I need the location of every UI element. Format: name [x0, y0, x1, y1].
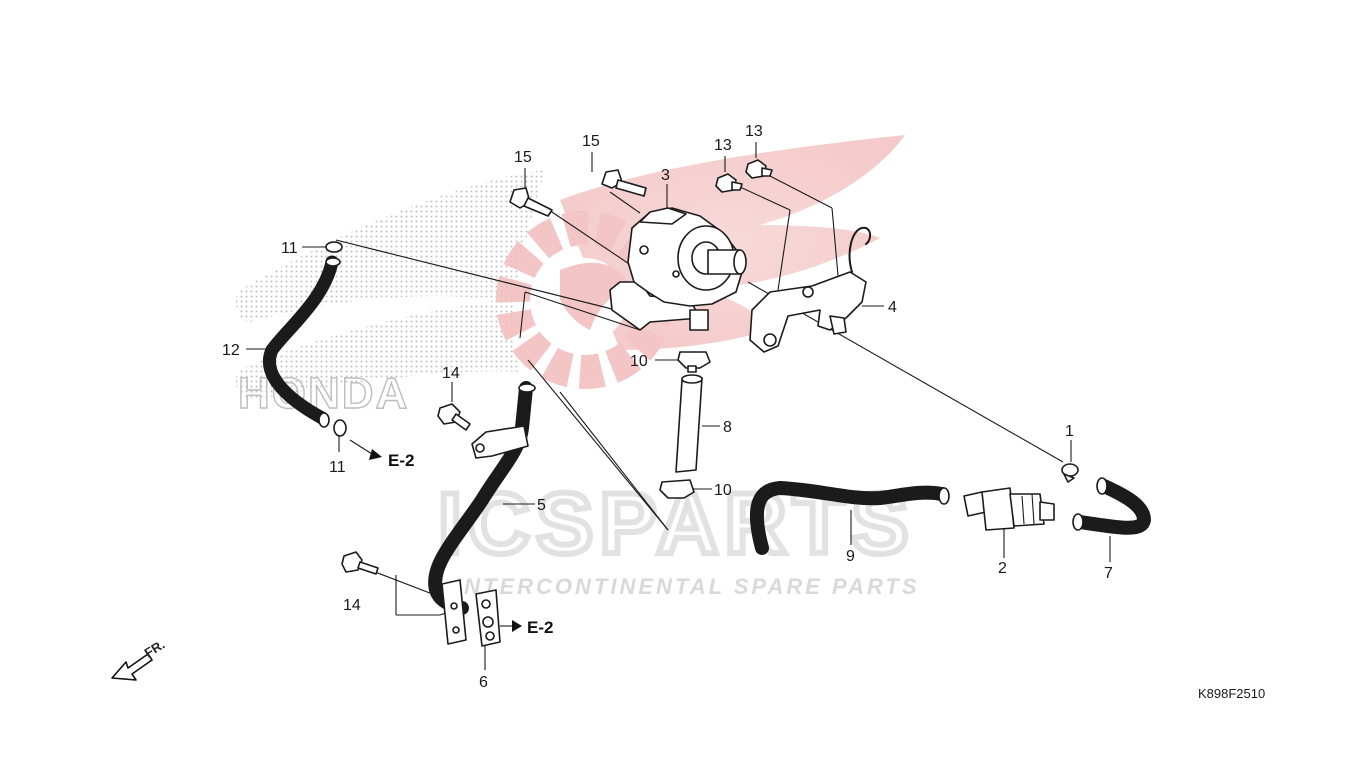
callout-7: 7 [1104, 565, 1113, 582]
hose-8 [675, 374, 703, 473]
air-filter-2 [963, 487, 1055, 531]
callout-10-lower: 10 [714, 482, 732, 499]
callout-14-lower: 14 [343, 597, 361, 614]
callout-13-left: 13 [714, 137, 732, 154]
callout-8: 8 [723, 419, 732, 436]
gasket-6 [441, 579, 501, 647]
callout-15-upper: 15 [582, 133, 600, 150]
bolt-15-upper [601, 169, 647, 197]
hose-clamp-10-upper [677, 351, 711, 373]
bolt-15-left [509, 187, 553, 217]
callout-15-left: 15 [514, 149, 532, 166]
callouts: 1 2 3 4 5 6 7 8 9 10 10 11 11 12 13 13 1… [222, 123, 1113, 691]
reference-e2-lower: E-2 [500, 618, 553, 637]
hose-9 [749, 481, 950, 555]
hose-7 [1072, 477, 1151, 535]
callout-10-upper: 10 [630, 353, 648, 370]
reference-e2-upper-label: E-2 [388, 451, 414, 470]
bolt-14-lower [341, 551, 379, 575]
bolt-14-upper [437, 403, 471, 431]
watermark: HONDA ICSPARTS INTERCONTINENTAL SPARE PA… [235, 135, 920, 599]
honda-wing-watermark [235, 170, 545, 400]
hose-12 [262, 255, 341, 428]
callout-6: 6 [479, 674, 488, 691]
drawing-code: K898F2510 [1198, 686, 1265, 701]
callout-14-upper: 14 [442, 365, 460, 382]
hose-clip-1 [1061, 463, 1079, 483]
callout-11-upper: 11 [281, 240, 298, 257]
callout-2: 2 [998, 560, 1007, 577]
front-direction-arrow: FR. [111, 637, 167, 681]
valve-bracket [749, 226, 872, 353]
callout-1: 1 [1065, 423, 1074, 440]
reference-e2-lower-label: E-2 [527, 618, 553, 637]
watermark-tagline: INTERCONTINENTAL SPARE PARTS [455, 574, 920, 599]
air-suction-valve [609, 207, 747, 331]
callout-11-lower: 11 [329, 459, 346, 476]
callout-13-right: 13 [745, 123, 763, 140]
callout-12: 12 [222, 342, 240, 359]
callout-5: 5 [537, 497, 546, 514]
callout-9: 9 [846, 548, 855, 565]
nut-13-left [715, 173, 743, 193]
hose-clip-11-lower [333, 419, 347, 437]
honda-logo-text: HONDA [238, 369, 409, 418]
callout-4: 4 [888, 299, 897, 316]
callout-3: 3 [661, 167, 670, 184]
nut-13-right [745, 159, 773, 179]
hose-clamp-10-lower [659, 479, 695, 499]
hose-clip-11-upper [325, 241, 343, 253]
reference-e2-upper: E-2 [349, 439, 414, 470]
